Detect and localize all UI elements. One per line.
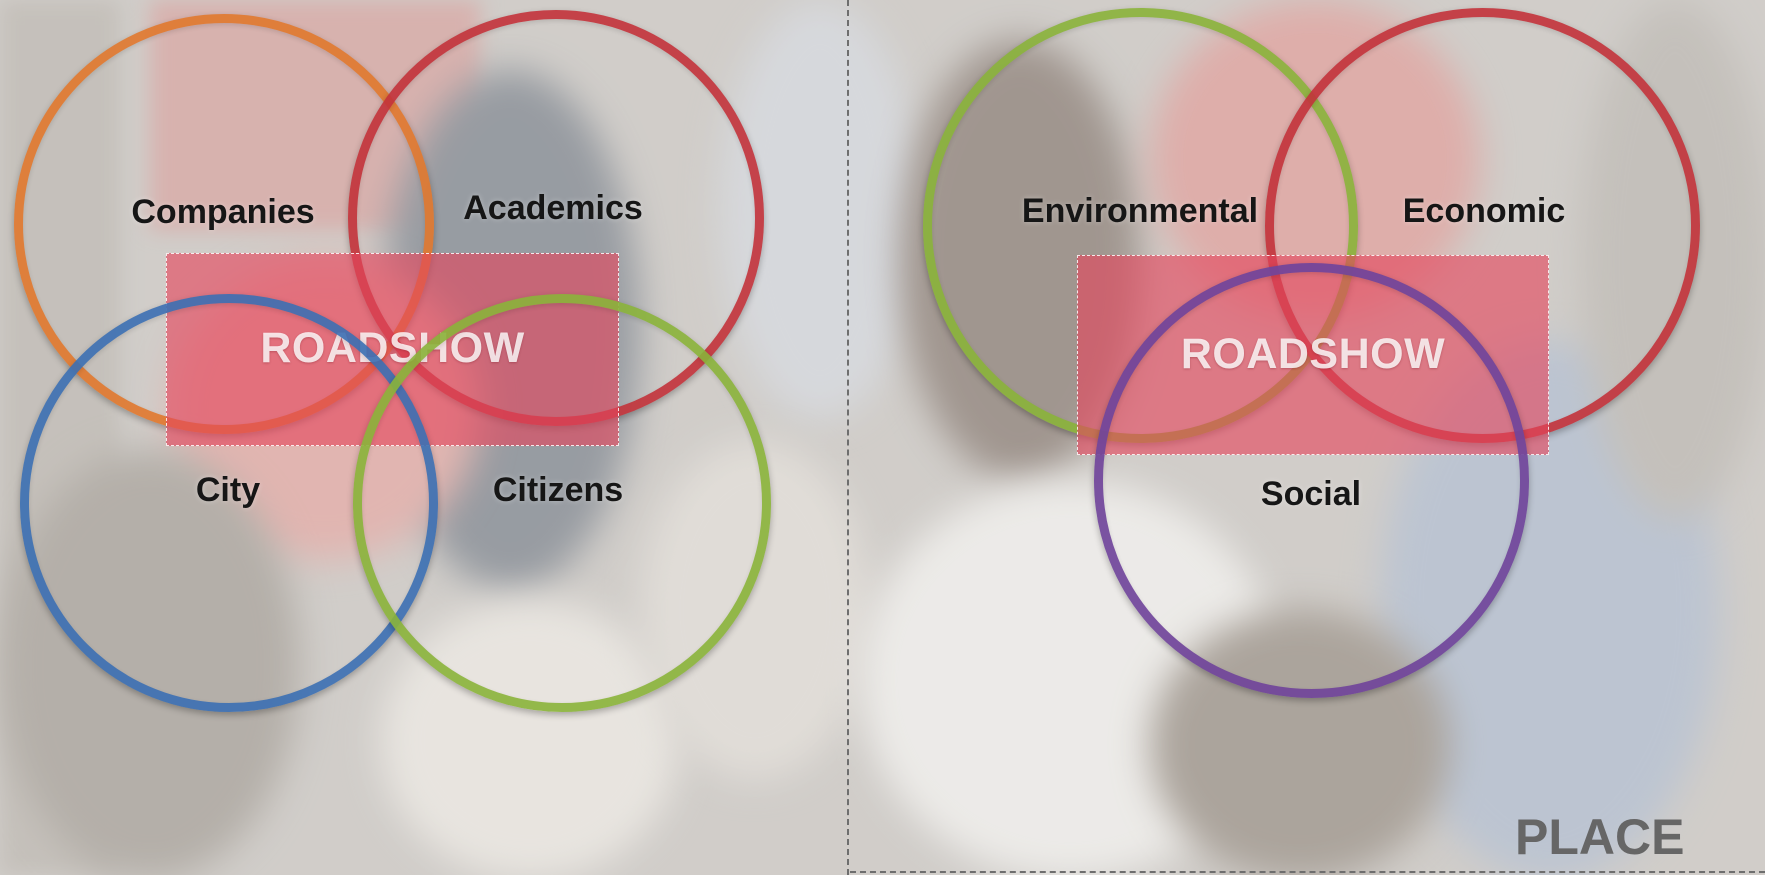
venn-circle-social [1094, 263, 1529, 698]
panel-divider [847, 0, 849, 875]
label-academics: Academics [463, 189, 643, 227]
bottom-rule [850, 871, 1765, 873]
label-citizens: Citizens [492, 471, 624, 509]
place-label: PLACE [1515, 809, 1685, 865]
label-city: City [195, 471, 261, 509]
label-economic: Economic [1402, 192, 1566, 230]
label-social: Social [1260, 475, 1362, 513]
label-companies: Companies [131, 193, 315, 231]
label-environmental: Environmental [1021, 192, 1259, 230]
venn-circle-citizens [353, 294, 771, 712]
